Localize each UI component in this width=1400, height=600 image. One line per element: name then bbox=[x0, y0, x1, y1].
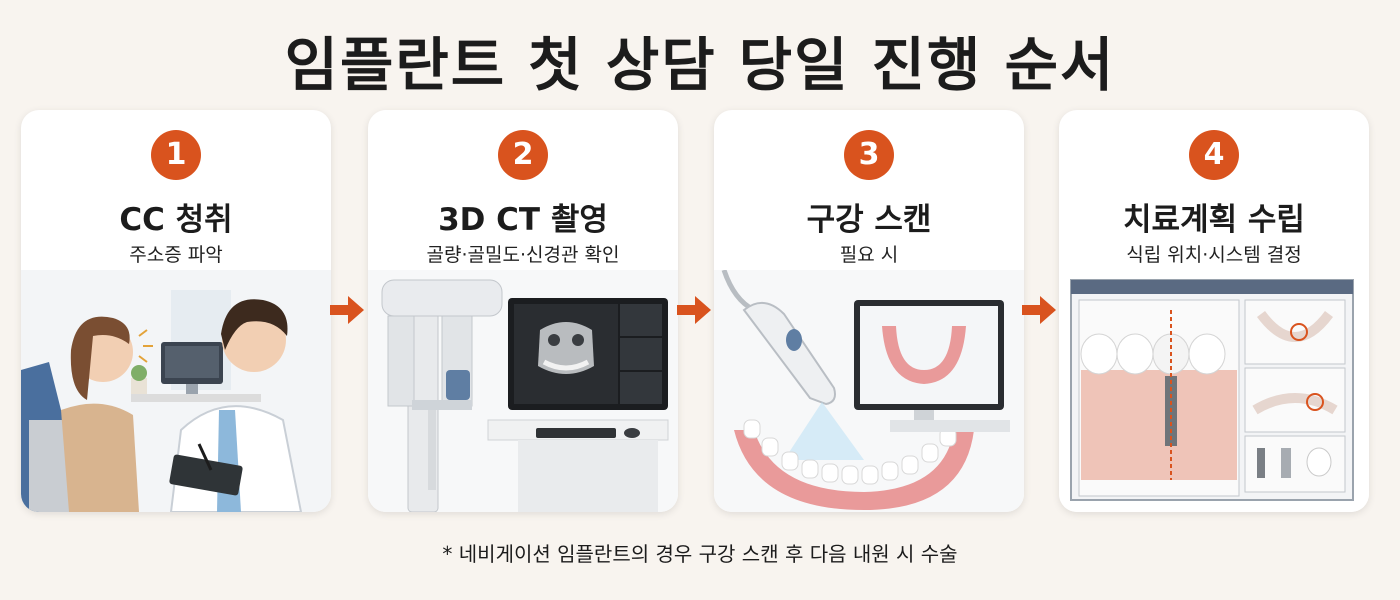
step-number-badge: 4 bbox=[1189, 130, 1239, 180]
step-card-4: 4 치료계획 수립 식립 위치·시스템 결정 bbox=[1059, 110, 1369, 512]
step-subtitle: 주소증 파악 bbox=[129, 244, 223, 266]
step-subtitle: 골량·골밀도·신경관 확인 bbox=[426, 244, 620, 266]
step-title: 구강 스캔 bbox=[806, 202, 932, 238]
step-title: CC 청취 bbox=[119, 202, 233, 238]
intraoral-scan-illustration bbox=[714, 270, 1024, 512]
page-title: 임플란트 첫 상담 당일 진행 순서 bbox=[284, 31, 1116, 99]
step-title: 치료계획 수립 bbox=[1123, 202, 1305, 238]
footnote: * 네비게이션 임플란트의 경우 구강 스캔 후 다음 내원 시 수술 bbox=[442, 542, 958, 566]
arrow-right-icon bbox=[1022, 296, 1056, 324]
arrow-right-icon bbox=[677, 296, 711, 324]
step-card-2: 2 3D CT 촬영 골량·골밀도·신경관 확인 bbox=[368, 110, 678, 512]
step-number-badge: 1 bbox=[151, 130, 201, 180]
step-card-3: 3 구강 스캔 필요 시 bbox=[714, 110, 1024, 512]
step-number-badge: 2 bbox=[498, 130, 548, 180]
step-subtitle: 필요 시 bbox=[839, 244, 899, 266]
consultation-illustration bbox=[21, 270, 331, 512]
step-subtitle: 식립 위치·시스템 결정 bbox=[1126, 244, 1302, 266]
ct-scan-illustration bbox=[368, 270, 678, 512]
arrow-right-icon bbox=[330, 296, 364, 324]
treatment-plan-illustration bbox=[1059, 270, 1369, 512]
step-card-1: 1 CC 청취 주소증 파악 bbox=[21, 110, 331, 512]
step-title: 3D CT 촬영 bbox=[438, 202, 608, 238]
step-number-badge: 3 bbox=[844, 130, 894, 180]
